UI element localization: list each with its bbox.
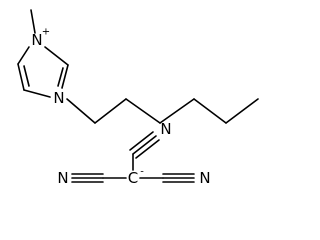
bond-c5-c4 (17, 63, 25, 91)
anion-charge-label: - (140, 167, 144, 178)
bond-n3-c2 (44, 46, 69, 66)
nitrogen-top-label: N (160, 120, 171, 138)
imidazolium-cation: N + N (17, 9, 259, 124)
bond-n3-methyl (30, 9, 36, 34)
bond-n1-c5 (23, 89, 51, 98)
carbanion-label: C (128, 169, 138, 187)
bond-hexyl-1 (94, 98, 127, 124)
bond-hexyl-3 (159, 98, 195, 124)
tricyanomethanide-anion: N N N C - (57, 120, 210, 187)
bond-c2-n1-double (61, 64, 69, 89)
bond-c2-n1-double-inner (57, 67, 64, 87)
nitrogen-n1-label: N (53, 89, 64, 107)
nitrogen-right-label: N (199, 169, 210, 187)
bond-hexyl-5 (225, 98, 259, 124)
bond-hexyl-2 (125, 98, 161, 124)
chemical-structure: N + N N N N C - (17, 9, 259, 187)
nitrogen-n3-label: N (31, 31, 42, 49)
triple-bond-top-2 (129, 131, 154, 151)
bond-n1-c1prime (66, 98, 96, 124)
triple-bond-top-1 (132, 135, 157, 155)
nitrogen-left-label: N (57, 169, 68, 187)
bond-c4-n3 (17, 46, 30, 65)
bond-c5-c4-inner (23, 65, 30, 87)
bond-hexyl-4 (193, 98, 227, 124)
triple-bond-top-3 (135, 139, 160, 159)
cation-charge-label: + (42, 27, 50, 38)
